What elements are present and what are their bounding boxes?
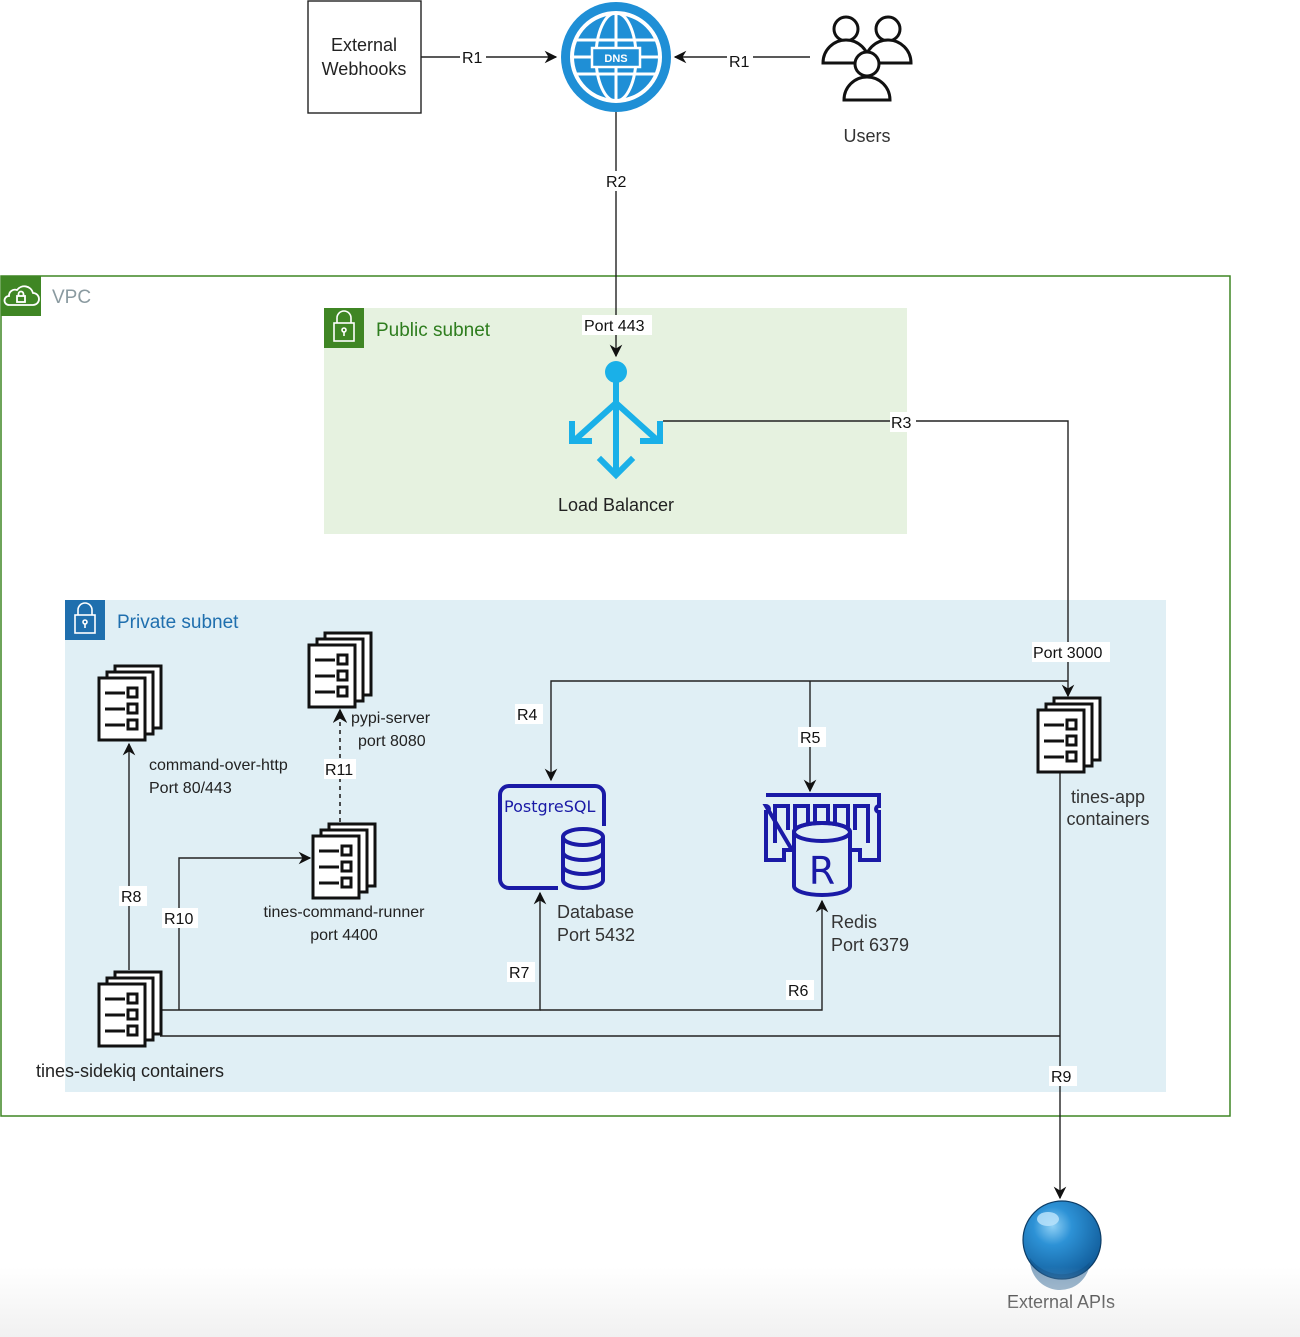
tines-command-runner-node[interactable]: tines-command-runner port 4400 <box>264 822 426 944</box>
redis-label-line2: Port 6379 <box>831 935 909 955</box>
edge-label-r4: R4 <box>517 707 538 724</box>
redis-icon <box>762 793 881 897</box>
users-icon <box>821 15 913 102</box>
edge-r5[interactable]: R5 <box>798 681 826 793</box>
load-balancer-label: Load Balancer <box>558 495 674 515</box>
public-subnet-label: Public subnet <box>376 320 491 341</box>
tines-command-runner-label-line2: port 4400 <box>310 927 378 944</box>
private-subnet-group: Private subnet <box>65 600 1166 1092</box>
lock-icon <box>74 602 96 634</box>
database-label-line1: Database <box>557 902 634 922</box>
edge-label-port-443: Port 443 <box>584 318 645 335</box>
redis-node[interactable]: R Redis Port 6379 <box>762 793 909 955</box>
edge-label-r5: R5 <box>800 730 821 747</box>
edge-label-r3: R3 <box>891 415 912 432</box>
redis-badge-text: R <box>809 849 835 893</box>
database-label-line2: Port 5432 <box>557 925 635 945</box>
edge-label-r10: R10 <box>164 911 193 928</box>
edge-label-r9: R9 <box>1051 1069 1072 1086</box>
globe-icon <box>1022 1200 1102 1291</box>
edge-r9[interactable]: R9 <box>160 773 1077 1200</box>
container-stack-icon <box>307 631 373 709</box>
edge-label-port-3000: Port 3000 <box>1033 645 1102 662</box>
external-webhooks-node[interactable]: External Webhooks <box>307 0 422 114</box>
dns-globe-icon <box>561 2 671 112</box>
edge-label-r1: R1 <box>462 50 483 67</box>
load-balancer-node[interactable]: Load Balancer <box>558 361 674 515</box>
command-over-http-label-line2: Port 80/443 <box>149 780 232 797</box>
edge-label-r6: R6 <box>788 983 809 1000</box>
edge-r7[interactable]: R7 <box>160 891 547 1011</box>
edge-r10[interactable]: R10 <box>162 851 312 1010</box>
cloud-lock-icon <box>3 285 40 306</box>
private-subnet-area <box>65 600 1166 1092</box>
pypi-server-label-line2: port 8080 <box>358 733 426 750</box>
external-apis-label: External APIs <box>1007 1292 1115 1312</box>
command-over-http-label-line1: command-over-http <box>149 757 288 774</box>
users-node[interactable]: Users <box>821 15 913 146</box>
dns-node[interactable]: DNS <box>561 2 671 112</box>
load-balancer-icon <box>569 361 663 480</box>
postgresql-icon <box>498 784 606 890</box>
tines-command-runner-label-line1: tines-command-runner <box>264 904 426 921</box>
edge-r6[interactable]: R6 <box>540 899 829 1011</box>
edge-r8[interactable]: R8 <box>119 742 147 970</box>
external-apis-node[interactable]: External APIs <box>1007 1200 1115 1312</box>
tines-app-label-line1: tines-app <box>1071 787 1145 807</box>
pypi-server-node[interactable]: pypi-server port 8080 <box>307 631 431 750</box>
edge-r1-webhooks[interactable]: R1 <box>421 48 558 67</box>
lock-icon <box>333 310 355 342</box>
edge-r4[interactable]: R4 <box>515 680 1068 782</box>
tines-sidekiq-label: tines-sidekiq containers <box>36 1061 224 1081</box>
edge-label-r7: R7 <box>509 965 530 982</box>
external-webhooks-label-line1: External <box>331 35 397 55</box>
external-webhooks-label-line2: Webhooks <box>322 59 407 79</box>
container-stack-icon <box>97 970 163 1048</box>
edge-label-r11: R11 <box>325 762 353 779</box>
dns-badge-text: DNS <box>604 53 627 65</box>
container-stack-icon <box>97 664 163 742</box>
edge-label-r1: R1 <box>729 54 750 71</box>
users-label: Users <box>843 126 890 146</box>
edge-r2[interactable]: R2 Port 443 <box>582 112 652 358</box>
vpc-label: VPC <box>52 287 91 308</box>
postgresql-badge-text: PostgreSQL <box>504 797 595 816</box>
edge-r11[interactable]: R11 <box>324 708 356 822</box>
edge-label-r2: R2 <box>606 174 627 191</box>
edge-label-r8: R8 <box>121 889 142 906</box>
command-over-http-node[interactable]: command-over-http Port 80/443 <box>97 664 288 797</box>
container-stack-icon <box>311 822 377 900</box>
database-node[interactable]: PostgreSQL Database Port 5432 <box>498 784 635 945</box>
redis-label-line1: Redis <box>831 912 877 932</box>
edge-r3[interactable]: R3 Port 3000 <box>663 412 1110 698</box>
container-stack-icon <box>1036 696 1102 774</box>
edge-r1-users[interactable]: R1 <box>673 50 810 71</box>
tines-app-node[interactable]: tines-app containers <box>1036 696 1150 829</box>
pypi-server-label-line1: pypi-server <box>351 710 431 727</box>
private-subnet-label: Private subnet <box>117 612 239 633</box>
tines-app-label-line2: containers <box>1066 809 1149 829</box>
tines-sidekiq-node[interactable]: tines-sidekiq containers <box>36 970 224 1081</box>
